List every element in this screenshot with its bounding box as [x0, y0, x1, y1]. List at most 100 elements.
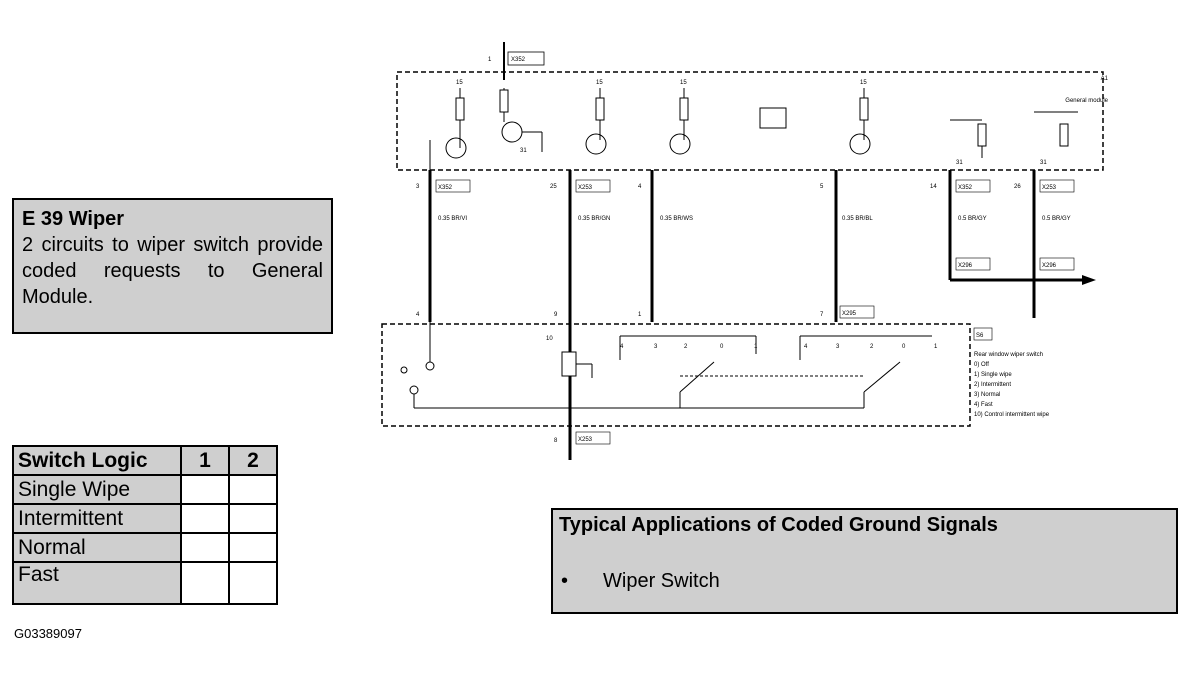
transistor-stage: 31 — [499, 88, 543, 154]
voltage-label: 15 — [680, 80, 687, 86]
pin-label: 26 — [1014, 184, 1021, 190]
gm-label: General module — [1065, 98, 1108, 104]
pin-label: 7 — [820, 312, 824, 318]
wiper-switch-box — [381, 323, 971, 427]
connector-label: X296 — [1042, 263, 1057, 269]
applications-box: Typical Applications of Coded Ground Sig… — [551, 508, 1178, 614]
pin-label: 5 — [820, 184, 824, 190]
general-module-box — [396, 71, 1104, 171]
pin-label: 10 — [546, 336, 553, 342]
position-label: 4 — [620, 344, 624, 350]
pin-label: 14 — [930, 184, 937, 190]
table-header: 2 — [228, 445, 278, 476]
table-row: Single Wipe — [12, 474, 278, 505]
connector-label: X352 — [958, 185, 973, 191]
wire-label: 0.5 BR/GY — [1042, 216, 1071, 222]
table-cell: Fast — [12, 561, 182, 605]
transistor-stage: 15 — [585, 80, 607, 155]
table-cell — [180, 503, 230, 534]
table-cell: Intermittent — [12, 503, 182, 534]
position-label: 0 — [720, 344, 724, 350]
wire-label: 0.35 BR/WS — [660, 216, 693, 222]
connector-label: X352 — [438, 185, 453, 191]
pin-label: 31 — [520, 148, 527, 154]
table-header: 1 — [180, 445, 230, 476]
position-label: 3 — [836, 344, 840, 350]
transistor-stage: 15 — [429, 80, 467, 170]
position-label: 1 — [934, 344, 938, 350]
table-cell — [228, 503, 278, 534]
table-row: Intermittent — [12, 503, 278, 534]
switch-logic-table: Switch Logic 1 2 Single Wipe Intermitten… — [12, 445, 278, 605]
info-body: 2 circuits to wiper switch provide coded… — [22, 234, 323, 308]
list-item: • Wiper Switch — [561, 570, 720, 593]
bullet-icon: • — [561, 570, 569, 592]
transistor-stage: 15 — [669, 80, 691, 155]
table-row: Normal — [12, 532, 278, 563]
module-chip-icon — [759, 107, 787, 129]
legend-line: 4) Fast — [974, 402, 993, 408]
pin-label: 25 — [550, 184, 557, 190]
wiper-switch-contacts: 10 4 3 2 0 1 4 3 2 0 1 — [400, 322, 938, 409]
position-label: 0 — [902, 344, 906, 350]
pin-label: 8 — [554, 438, 558, 444]
info-box: E 39 Wiper 2 circuits to wiper switch pr… — [12, 198, 333, 334]
pin-label: 31 — [956, 160, 963, 166]
legend-line: 1) Single wipe — [974, 372, 1012, 378]
wire-label: 0.35 BR/BL — [842, 216, 873, 222]
position-label: 3 — [654, 344, 658, 350]
pin-label: 4 — [416, 312, 420, 318]
wire-labels: 3 X352 0.35 BR/VI 25 X253 0.35 BR/GN 4 0… — [416, 179, 1075, 319]
connector-box — [575, 431, 611, 445]
connector-box — [507, 51, 545, 66]
applications-title: Typical Applications of Coded Ground Sig… — [559, 514, 998, 536]
table-header-row: Switch Logic 1 2 — [12, 445, 278, 476]
wire-label: 0.35 BR/GN — [578, 216, 610, 222]
pullup-stage: 31 — [1034, 111, 1078, 166]
wire-label: 0.35 BR/VI — [438, 216, 467, 222]
figure-code: G03389097 — [14, 626, 82, 641]
position-label: 4 — [804, 344, 808, 350]
table-header: Switch Logic — [12, 445, 182, 476]
position-label: 2 — [684, 344, 688, 350]
table-row: Fast — [12, 561, 278, 605]
pin-label: 31 — [1040, 160, 1047, 166]
pin-label: 1 — [638, 312, 642, 318]
voltage-label: 15 — [860, 80, 867, 86]
voltage-label: 15 — [456, 80, 463, 86]
arrow-icon — [1082, 275, 1096, 285]
switch-legend: Rear window wiper switch 0) Off 1) Singl… — [974, 352, 1050, 418]
table-cell — [228, 561, 278, 605]
transistor-stage: 15 — [849, 80, 871, 155]
table-cell — [228, 474, 278, 505]
list-item-label: Wiper Switch — [603, 570, 720, 592]
voltage-label: 15 — [596, 80, 603, 86]
pin-label: 1 — [488, 57, 492, 63]
pin-label: 4 — [638, 184, 642, 190]
table-cell — [180, 561, 230, 605]
connector-label: X352 — [511, 57, 526, 63]
connector-label: X295 — [842, 311, 857, 317]
table-cell: Normal — [12, 532, 182, 563]
switch-id: S6 — [976, 333, 984, 339]
pin-label: 3 — [416, 184, 420, 190]
table-cell — [180, 474, 230, 505]
legend-line: 10) Control intermittent wipe — [974, 412, 1050, 418]
wire-label: 0.5 BR/GY — [958, 216, 987, 222]
position-label: 1 — [754, 344, 758, 350]
legend-line: 3) Normal — [974, 392, 1000, 398]
legend-line: 0) Off — [974, 362, 989, 368]
table-cell — [180, 532, 230, 563]
legend-line: Rear window wiper switch — [974, 352, 1043, 358]
connector-label: X253 — [578, 185, 593, 191]
connector-label: X253 — [578, 437, 593, 443]
table-cell: Single Wipe — [12, 474, 182, 505]
connector-label: X253 — [1042, 185, 1057, 191]
table-cell — [228, 532, 278, 563]
pin-label: 9 — [554, 312, 558, 318]
gm-id: A1 — [1101, 76, 1109, 82]
legend-line: 2) Intermittent — [974, 382, 1011, 388]
position-label: 2 — [870, 344, 874, 350]
connector-box — [973, 327, 993, 341]
wiring-diagram: A1 General module X352 1 15 31 15 15 15 — [381, 42, 1109, 460]
